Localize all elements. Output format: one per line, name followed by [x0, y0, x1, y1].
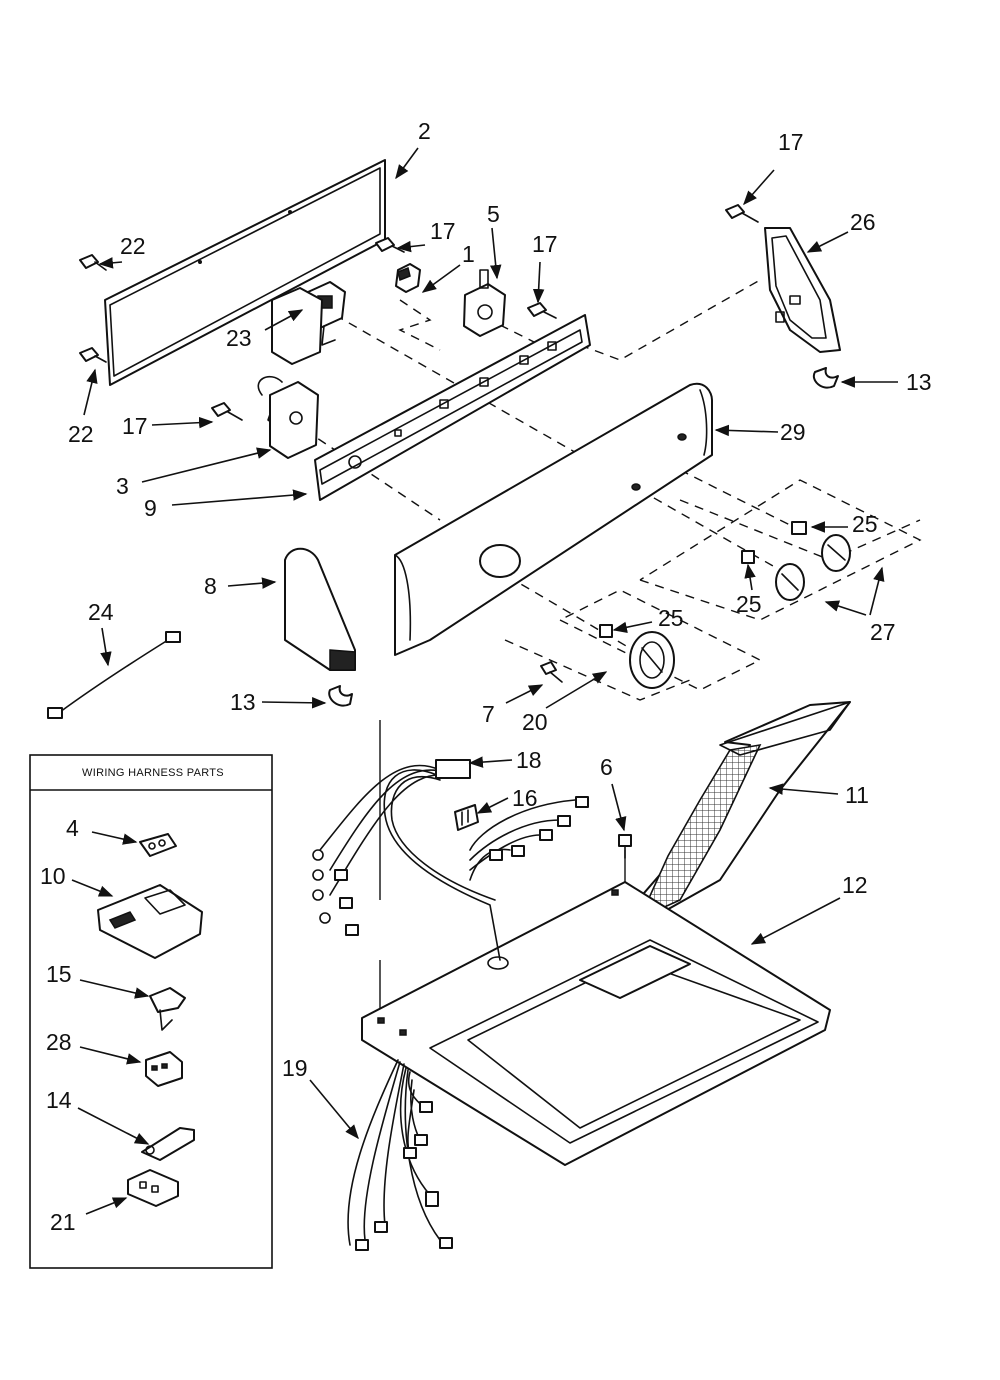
end-cap-part-8: [284, 547, 356, 671]
wire-part-24: [47, 631, 181, 719]
callout-21: 21: [50, 1209, 76, 1235]
screw-part-17-left: [211, 402, 243, 421]
knob-part-27-lower: [775, 563, 805, 601]
harness-part-4: [139, 833, 177, 857]
harness-part-10: [97, 884, 203, 959]
callout-17-mid-right: 17: [532, 231, 558, 257]
timer-knob-part-20: [629, 631, 675, 689]
top-panel-part-12: [361, 881, 831, 1166]
callout-6: 6: [600, 754, 613, 780]
callout-1: 1: [462, 241, 475, 267]
switch-part-5: [463, 269, 506, 337]
callout-7: 7: [482, 701, 495, 727]
callout-10: 10: [40, 863, 66, 889]
callout-16: 16: [512, 785, 538, 811]
control-bracket-part-9: [314, 314, 591, 501]
callout-18: 18: [516, 747, 542, 773]
end-cap-part-26: [764, 227, 841, 353]
clip-part-13-right: [812, 367, 839, 389]
clip-part-13-left: [328, 685, 353, 707]
callout-20: 20: [522, 709, 548, 735]
callout-11: 11: [845, 782, 869, 808]
screw-part-22-upper: [79, 254, 107, 271]
callout-25-lower: 25: [658, 605, 684, 631]
callout-9: 9: [144, 495, 157, 521]
connector-part-1: [395, 263, 421, 293]
screw-part-17-top-right: [725, 204, 759, 223]
callout-22-upper: 22: [120, 233, 146, 259]
callout-28: 28: [46, 1029, 72, 1055]
wiring-harness-part-19: [347, 1059, 453, 1251]
callout-14: 14: [46, 1087, 72, 1113]
callout-29: 29: [780, 419, 806, 445]
callout-17-top-right: 17: [778, 129, 804, 155]
screw-part-17-mid-right: [527, 302, 557, 319]
callout-3: 3: [116, 473, 129, 499]
harness-part-28: [145, 1051, 183, 1087]
callout-23: 23: [226, 325, 252, 351]
screw-part-7: [540, 661, 563, 683]
callout-24: 24: [88, 599, 114, 625]
callout-15: 15: [46, 961, 72, 987]
wiring-harness-branch: [469, 796, 589, 970]
spring-clip-part-25-middle: [741, 550, 755, 564]
harness-part-15: [149, 987, 186, 1031]
timer-part-3: [257, 287, 323, 459]
callout-numbers: 2 17 22 17 1 5 17 26 23 13 22 17 29 3 9 …: [40, 118, 932, 1235]
callout-26: 26: [850, 209, 876, 235]
callout-5: 5: [487, 201, 500, 227]
callout-17-left: 17: [122, 413, 148, 439]
console-panel-part-29: [394, 382, 713, 656]
callout-8: 8: [204, 573, 217, 599]
callout-19: 19: [282, 1055, 308, 1081]
screw-part-6: [618, 834, 632, 859]
wiring-harness-parts-box: WIRING HARNESS PARTS: [29, 754, 273, 1269]
callout-27: 27: [870, 619, 896, 645]
callout-13-left: 13: [230, 689, 256, 715]
wiring-harness-part-18: [312, 759, 501, 961]
callout-25-middle: 25: [736, 591, 762, 617]
callout-4: 4: [66, 815, 79, 841]
callout-22-lower: 22: [68, 421, 94, 447]
spring-clip-part-25-upper: [791, 521, 807, 535]
knob-part-27-upper: [821, 534, 851, 572]
rear-panel-part-2: [104, 159, 386, 386]
leader-lines: [71, 147, 898, 1215]
callout-2: 2: [418, 118, 431, 144]
callout-25-upper: 25: [852, 511, 878, 537]
harness-part-14: [141, 1127, 195, 1161]
screw-part-22-lower: [79, 347, 107, 363]
harness-box-title: WIRING HARNESS PARTS: [82, 767, 224, 779]
callout-12: 12: [842, 872, 868, 898]
callout-17-mid-left: 17: [430, 218, 456, 244]
connector-part-16: [454, 804, 479, 831]
harness-part-21: [127, 1169, 179, 1207]
callout-13-right: 13: [906, 369, 932, 395]
spring-clip-part-25-lower: [599, 624, 613, 638]
duct-part-11: [624, 701, 851, 926]
